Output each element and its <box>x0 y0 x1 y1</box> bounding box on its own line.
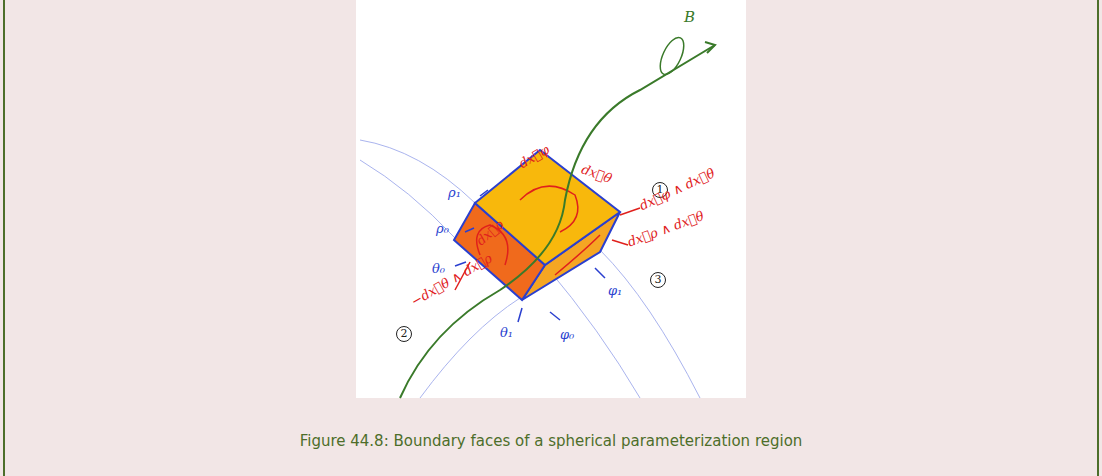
bound-label: θ₀ <box>432 262 445 275</box>
picture-ground <box>356 0 746 398</box>
callout-number: 2 <box>396 326 412 342</box>
bound-label: θ₁ <box>500 326 513 339</box>
frame-edge <box>1097 0 1099 476</box>
arrowhead <box>705 42 715 53</box>
bound-label: φ₀ <box>560 328 574 341</box>
orientation-arrows <box>455 186 640 290</box>
circulation-loop <box>655 34 688 78</box>
frame-edge <box>3 0 5 476</box>
bound-label: ρ₀ <box>436 222 449 235</box>
top-face <box>475 150 620 265</box>
bound-label: ρ₁ <box>448 186 461 199</box>
field-line <box>400 45 715 398</box>
field-name: B <box>684 10 695 25</box>
coordinate-curves <box>360 140 700 398</box>
bound-label: φ₁ <box>608 284 622 297</box>
caption: Figure 44.8: Boundary faces of a spheric… <box>0 432 1102 450</box>
callout-number: 3 <box>650 272 666 288</box>
